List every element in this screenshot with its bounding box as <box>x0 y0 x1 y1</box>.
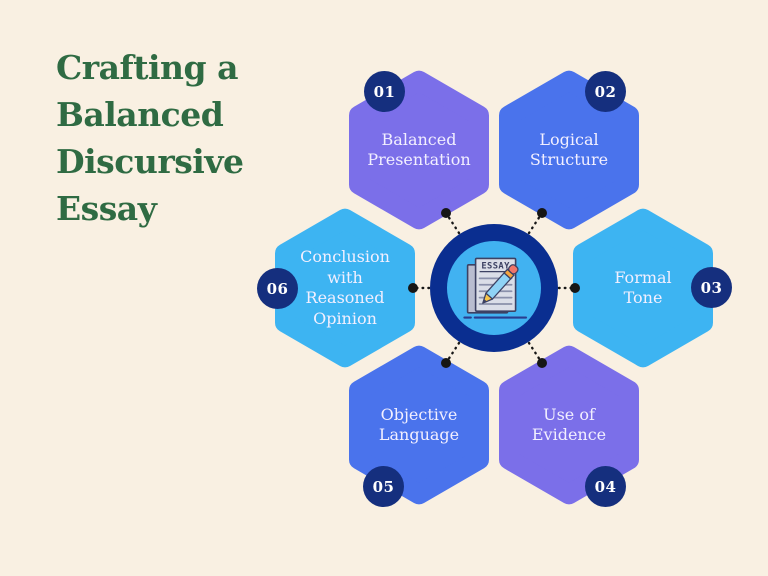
hexagon-label-line: Structure <box>529 150 609 169</box>
page-title-line: Crafting a <box>56 48 238 87</box>
hexagon-shape <box>573 208 713 368</box>
badge-number: 06 <box>266 279 289 298</box>
badge-01: 01 <box>364 71 405 112</box>
center-medallion: ESSAY <box>430 224 558 352</box>
hexagon-objective-language: Objective Language <box>349 344 489 506</box>
essay-label: ESSAY <box>481 261 510 271</box>
hexagon-label-line: Reasoned <box>305 288 385 307</box>
hexagon-shape <box>499 345 639 505</box>
hexagon-label: Conclusion with Reasoned Opinion <box>275 207 415 369</box>
hexagon-shape <box>349 345 489 505</box>
hexagon-formal-tone: Formal Tone <box>573 207 713 369</box>
page-title-line: Balanced <box>56 95 224 134</box>
hexagon-logical-structure: Logical Structure <box>499 69 639 231</box>
pencil-icon <box>482 264 519 304</box>
badge-06: 06 <box>257 268 298 309</box>
hexagon-use-of-evidence: Use of Evidence <box>499 344 639 506</box>
hexagon-label: Balanced Presentation <box>349 69 489 231</box>
hexagon-label-line: Formal <box>614 267 672 287</box>
hexagon-label-line: Conclusion <box>300 247 390 266</box>
hexagon-label-line: Logical <box>539 129 599 149</box>
page-title-line: Essay <box>56 189 157 228</box>
center-medallion-inner: ESSAY <box>447 241 541 335</box>
hexagon-label-line: with <box>327 267 363 287</box>
badge-number: 05 <box>372 477 395 496</box>
hexagon-shape <box>499 70 639 230</box>
hexagon-label: Use of Evidence <box>499 344 639 506</box>
badge-number: 03 <box>700 278 723 297</box>
essay-document-pencil-icon: ESSAY <box>463 257 528 319</box>
badge-04: 04 <box>585 466 626 507</box>
badge-05: 05 <box>363 466 404 507</box>
hexagon-label-line: Presentation <box>367 150 471 169</box>
hexagon-label-line: Opinion <box>313 308 377 328</box>
page-title-line: Discursive <box>56 142 244 181</box>
hexagon-label-line: Objective <box>380 404 458 424</box>
badge-03: 03 <box>691 267 732 308</box>
hexagon-label-line: Use of <box>543 404 595 424</box>
hexagon-label: Objective Language <box>349 344 489 506</box>
badge-number: 01 <box>373 82 396 101</box>
hexagon-shape <box>349 70 489 230</box>
badge-number: 04 <box>594 477 617 496</box>
hexagon-label: Logical Structure <box>499 69 639 231</box>
hexagon-balanced-presentation: Balanced Presentation <box>349 69 489 231</box>
hexagon-shape <box>275 208 415 368</box>
badge-number: 02 <box>594 82 617 101</box>
hexagon-label-line: Evidence <box>531 425 607 444</box>
badge-02: 02 <box>585 71 626 112</box>
hexagon-label-line: Balanced <box>381 129 457 149</box>
hexagon-label-line: Tone <box>623 288 663 307</box>
page-title: Crafting a Balanced Discursive Essay <box>56 44 336 232</box>
hexagon-conclusion-reasoned-opinion: Conclusion with Reasoned Opinion <box>275 207 415 369</box>
hexagon-label: Formal Tone <box>573 207 713 369</box>
hexagon-label-line: Language <box>378 425 460 444</box>
